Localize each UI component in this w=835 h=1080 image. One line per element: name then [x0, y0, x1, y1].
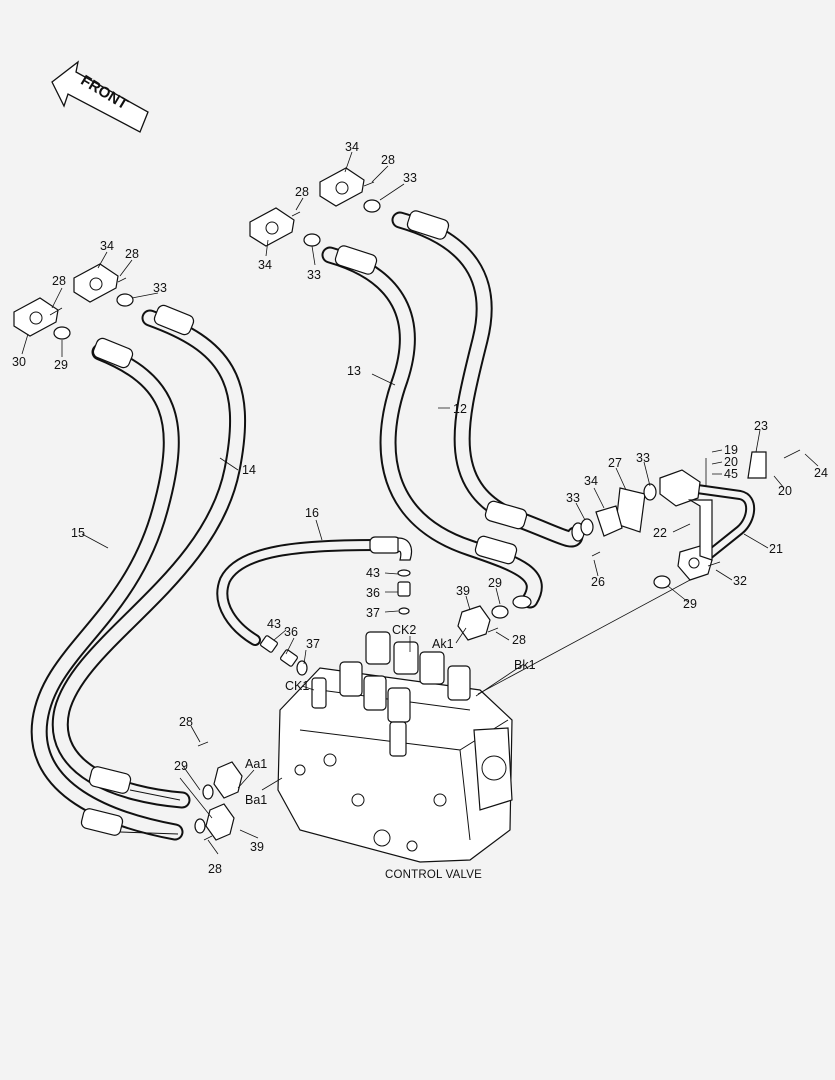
callout-28-left: 28	[125, 247, 139, 261]
flanges	[13, 167, 381, 340]
callout-15: 15	[71, 526, 85, 540]
control-valve	[277, 631, 513, 863]
callout-labels: 34 28 33 28 34 33 34 28 33 28 30 29 13 1…	[12, 140, 828, 876]
callout-22: 22	[653, 526, 667, 540]
callout-43-a: 43	[366, 566, 380, 580]
callout-28-lo: 28	[179, 715, 193, 729]
callout-34-left: 34	[100, 239, 114, 253]
callout-37-b: 37	[306, 637, 320, 651]
callout-bk1: Bk1	[514, 658, 536, 672]
bolts	[49, 181, 801, 841]
callout-12: 12	[453, 402, 467, 416]
hose-14	[51, 309, 247, 809]
solenoid-stack	[311, 631, 471, 757]
callout-33-r: 33	[636, 451, 650, 465]
callout-27: 27	[608, 456, 622, 470]
callout-36-a: 36	[366, 586, 380, 600]
callout-20-a: 20	[724, 455, 738, 469]
callout-ak1: Ak1	[432, 637, 454, 651]
callout-29-left: 29	[54, 358, 68, 372]
callout-34-mid: 34	[258, 258, 272, 272]
callout-28-bot: 28	[208, 862, 222, 876]
callout-29-r: 29	[683, 597, 697, 611]
callout-24: 24	[814, 466, 828, 480]
callout-16: 16	[305, 506, 319, 520]
callout-28-far: 28	[52, 274, 66, 288]
callout-ck1: CK1	[285, 679, 309, 693]
callout-19: 19	[724, 443, 738, 457]
callout-30: 30	[12, 355, 26, 369]
callout-28-top: 28	[381, 153, 395, 167]
callout-43-b: 43	[267, 617, 281, 631]
callout-28-mid: 28	[295, 185, 309, 199]
callout-33-mid: 33	[307, 268, 321, 282]
control-valve-caption: CONTROL VALVE	[385, 869, 482, 881]
callout-45: 45	[724, 467, 738, 481]
callout-33-top: 33	[403, 171, 417, 185]
callout-33-r2: 33	[566, 491, 580, 505]
front-arrow: FRONT	[51, 60, 149, 133]
leader-lines	[21, 151, 819, 855]
hose-12	[391, 211, 584, 548]
callout-23: 23	[754, 419, 768, 433]
callout-14: 14	[242, 463, 256, 477]
callout-32: 32	[733, 574, 747, 588]
fittings	[194, 569, 509, 841]
callout-28-m: 28	[512, 633, 526, 647]
callout-29-m: 29	[488, 576, 502, 590]
callout-13: 13	[347, 364, 361, 378]
callout-26: 26	[591, 575, 605, 589]
hose-15	[30, 343, 184, 841]
callout-36-b: 36	[284, 625, 298, 639]
callout-39-b: 39	[250, 840, 264, 854]
callout-20-b: 20	[778, 484, 792, 498]
tube-21-assembly	[580, 451, 767, 589]
hose-sleeves-left	[80, 304, 195, 836]
hose-sleeves-right	[334, 210, 585, 609]
callout-ck2: CK2	[392, 623, 416, 637]
callout-29-lo: 29	[174, 759, 188, 773]
callout-37-a: 37	[366, 606, 380, 620]
callout-34-r: 34	[584, 474, 598, 488]
callout-34-top: 34	[345, 140, 359, 154]
hose-13	[321, 246, 543, 609]
hose-16	[216, 536, 413, 646]
callout-aa1: Aa1	[245, 757, 267, 771]
callout-33-left: 33	[153, 281, 167, 295]
callout-ba1: Ba1	[245, 793, 267, 807]
callout-39-a: 39	[456, 584, 470, 598]
callout-21: 21	[769, 542, 783, 556]
